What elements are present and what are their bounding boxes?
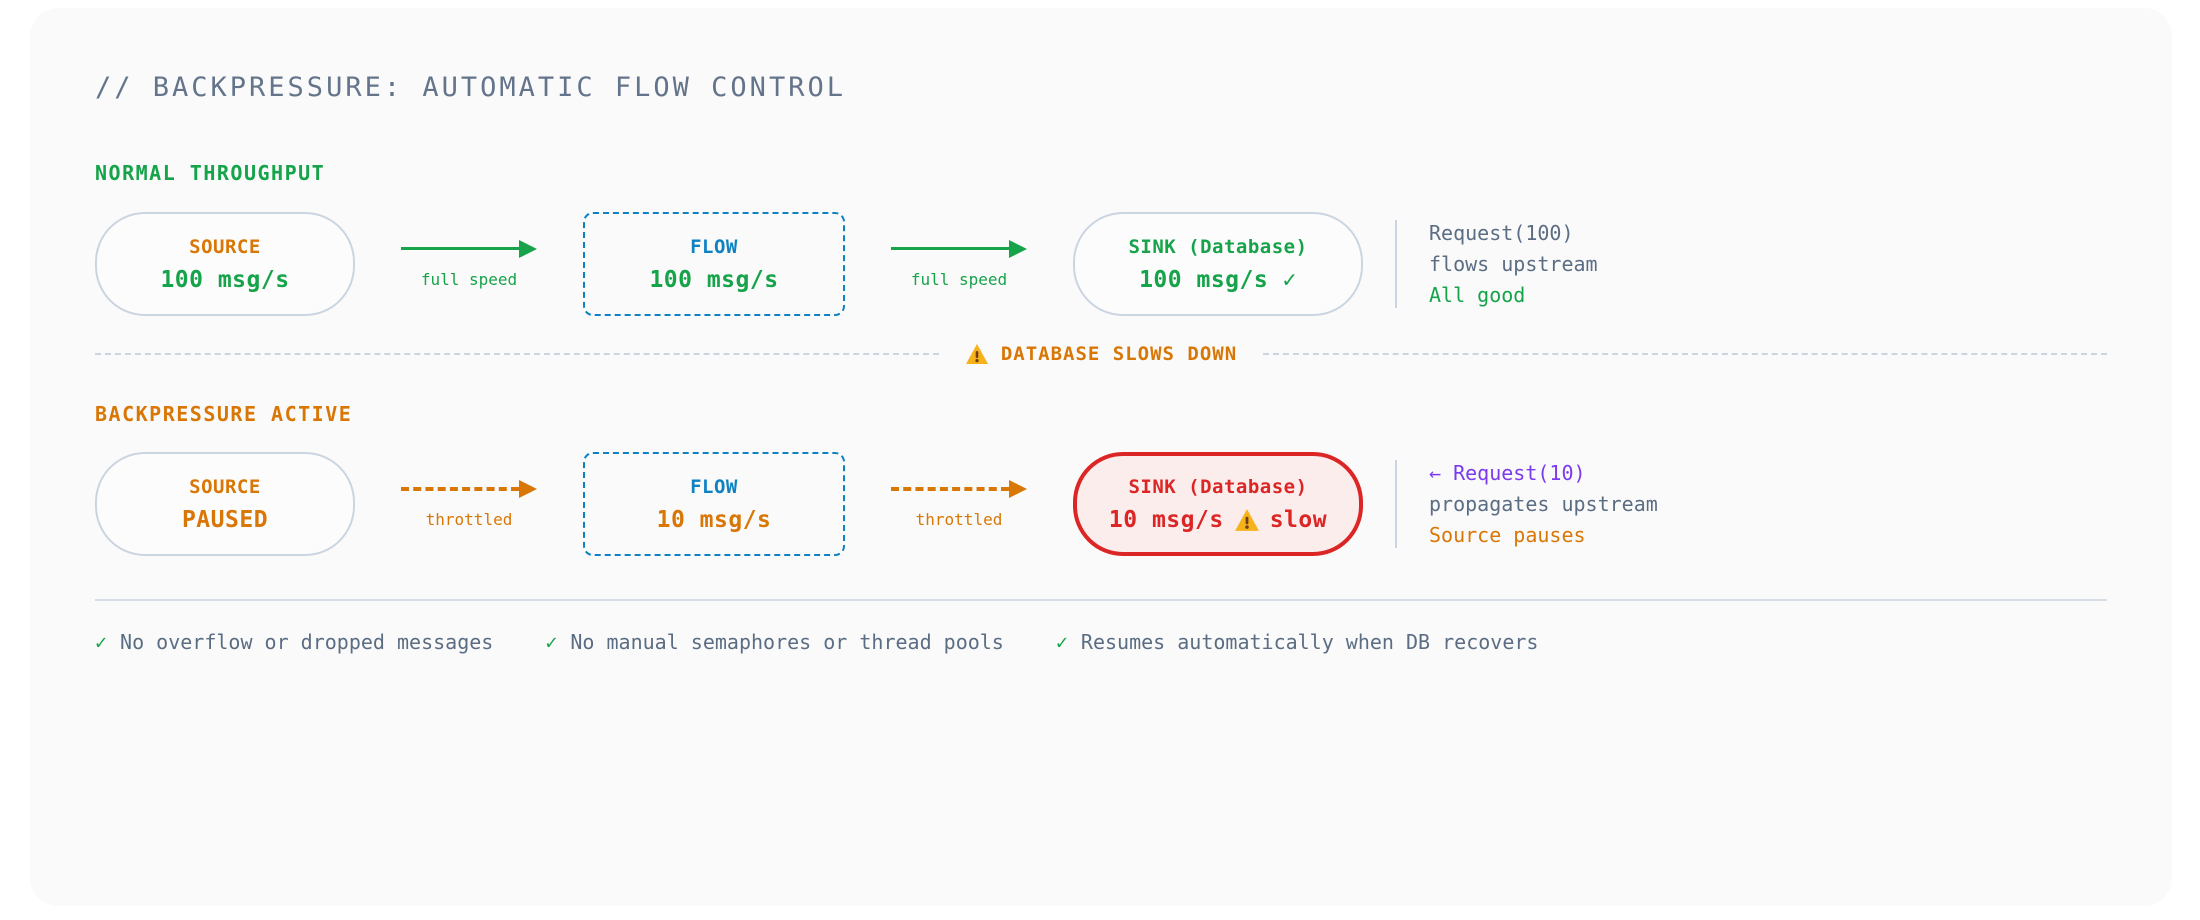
check-item-label: Resumes automatically when DB recovers <box>1080 630 1539 654</box>
arrow-head <box>1009 479 1027 498</box>
arrow-head <box>519 479 537 498</box>
source-node-value: 100 msg/s <box>160 266 290 293</box>
dashed-arrow-right-icon <box>401 479 537 498</box>
check-item-label: No manual semaphores or thread pools <box>570 630 1004 654</box>
event-divider: DATABASE SLOWS DOWN <box>95 340 2107 368</box>
benefits-checklist: ✓ No overflow or dropped messages ✓ No m… <box>95 630 1538 654</box>
source-node-label: SOURCE <box>189 235 261 258</box>
divider-dash-line <box>1263 353 2107 355</box>
arrow-shaft <box>891 247 1009 250</box>
diagram-card: // BACKPRESSURE: AUTOMATIC FLOW CONTROL … <box>30 8 2172 906</box>
sink-node-alert: SINK (Database) 10 msg/s slow <box>1073 452 1363 556</box>
footer-rule <box>95 599 2107 601</box>
annotation-line: Request(100) <box>1429 220 1574 245</box>
check-item: ✓ No overflow or dropped messages <box>95 630 493 654</box>
arrow-right-icon <box>891 239 1027 258</box>
dashed-arrow-right-icon <box>891 479 1027 498</box>
sink-value-text: 10 msg/s <box>1108 506 1224 533</box>
source-node-paused: SOURCE PAUSED <box>95 452 355 556</box>
annotation-line: flows upstream <box>1429 251 1598 276</box>
section-label-normal: NORMAL THROUGHPUT <box>95 161 326 185</box>
annotation-line: propagates upstream <box>1429 491 1658 516</box>
arrow-head <box>1009 239 1027 258</box>
source-node-value: PAUSED <box>181 506 269 533</box>
arrow-group-full-speed-1: full speed <box>355 239 583 289</box>
check-icon: ✓ <box>545 630 558 654</box>
annotation-normal: Request(100) flows upstream All good <box>1429 218 1598 311</box>
check-icon: ✓ <box>95 630 108 654</box>
arrow-shaft <box>401 247 519 250</box>
check-item: ✓ Resumes automatically when DB recovers <box>1056 630 1539 654</box>
annotation-divider <box>1395 220 1397 308</box>
arrow-label: full speed <box>420 269 518 289</box>
flow-node-value: 10 msg/s <box>656 506 772 533</box>
divider-dash-line <box>95 353 939 355</box>
sink-node-label: SINK (Database) <box>1128 235 1308 258</box>
annotation-line: Source pauses <box>1429 522 1586 547</box>
annotation-line: ← Request(10) <box>1429 460 1586 485</box>
arrow-right-icon <box>401 239 537 258</box>
flow-node-label: FLOW <box>690 235 738 258</box>
flow-node-normal: FLOW 100 msg/s <box>583 212 845 316</box>
annotation-line: All good <box>1429 282 1526 307</box>
arrow-label: full speed <box>910 269 1008 289</box>
arrow-head <box>519 239 537 258</box>
arrow-shaft <box>401 486 519 491</box>
check-item-label: No overflow or dropped messages <box>120 630 494 654</box>
arrow-group-throttled-1: throttled <box>355 479 583 529</box>
warning-icon <box>965 344 988 364</box>
event-divider-label: DATABASE SLOWS DOWN <box>965 343 1237 365</box>
check-item: ✓ No manual semaphores or thread pools <box>545 630 1004 654</box>
page-title: // BACKPRESSURE: AUTOMATIC FLOW CONTROL <box>95 72 846 103</box>
flow-node-value: 100 msg/s <box>649 266 779 293</box>
annotation-divider <box>1395 460 1397 548</box>
warning-icon <box>1234 508 1259 531</box>
sink-node-label: SINK (Database) <box>1128 475 1308 498</box>
section-label-backpressure: BACKPRESSURE ACTIVE <box>95 402 353 426</box>
arrow-label: throttled <box>915 509 1003 529</box>
flow-node-backpressure: FLOW 10 msg/s <box>583 452 845 556</box>
arrow-shaft <box>891 486 1009 491</box>
arrow-group-full-speed-2: full speed <box>845 239 1073 289</box>
sink-node-value: 10 msg/s slow <box>1109 507 1327 533</box>
flow-node-label: FLOW <box>690 475 738 498</box>
arrow-group-throttled-2: throttled <box>845 479 1073 529</box>
normal-flow-row: SOURCE 100 msg/s full speed FLOW 100 msg… <box>95 212 1598 316</box>
source-node-normal: SOURCE 100 msg/s <box>95 212 355 316</box>
source-node-label: SOURCE <box>189 475 261 498</box>
sink-value-suffix: slow <box>1269 506 1328 533</box>
sink-node-normal: SINK (Database) 100 msg/s ✓ <box>1073 212 1363 316</box>
backpressure-flow-row: SOURCE PAUSED throttled FLOW 10 msg/s <box>95 452 1658 556</box>
check-icon: ✓ <box>1055 630 1068 654</box>
annotation-backpressure: ← Request(10) propagates upstream Source… <box>1429 458 1658 551</box>
event-divider-text: DATABASE SLOWS DOWN <box>1000 343 1238 365</box>
arrow-label: throttled <box>425 509 513 529</box>
sink-node-value: 100 msg/s ✓ <box>1139 266 1297 293</box>
